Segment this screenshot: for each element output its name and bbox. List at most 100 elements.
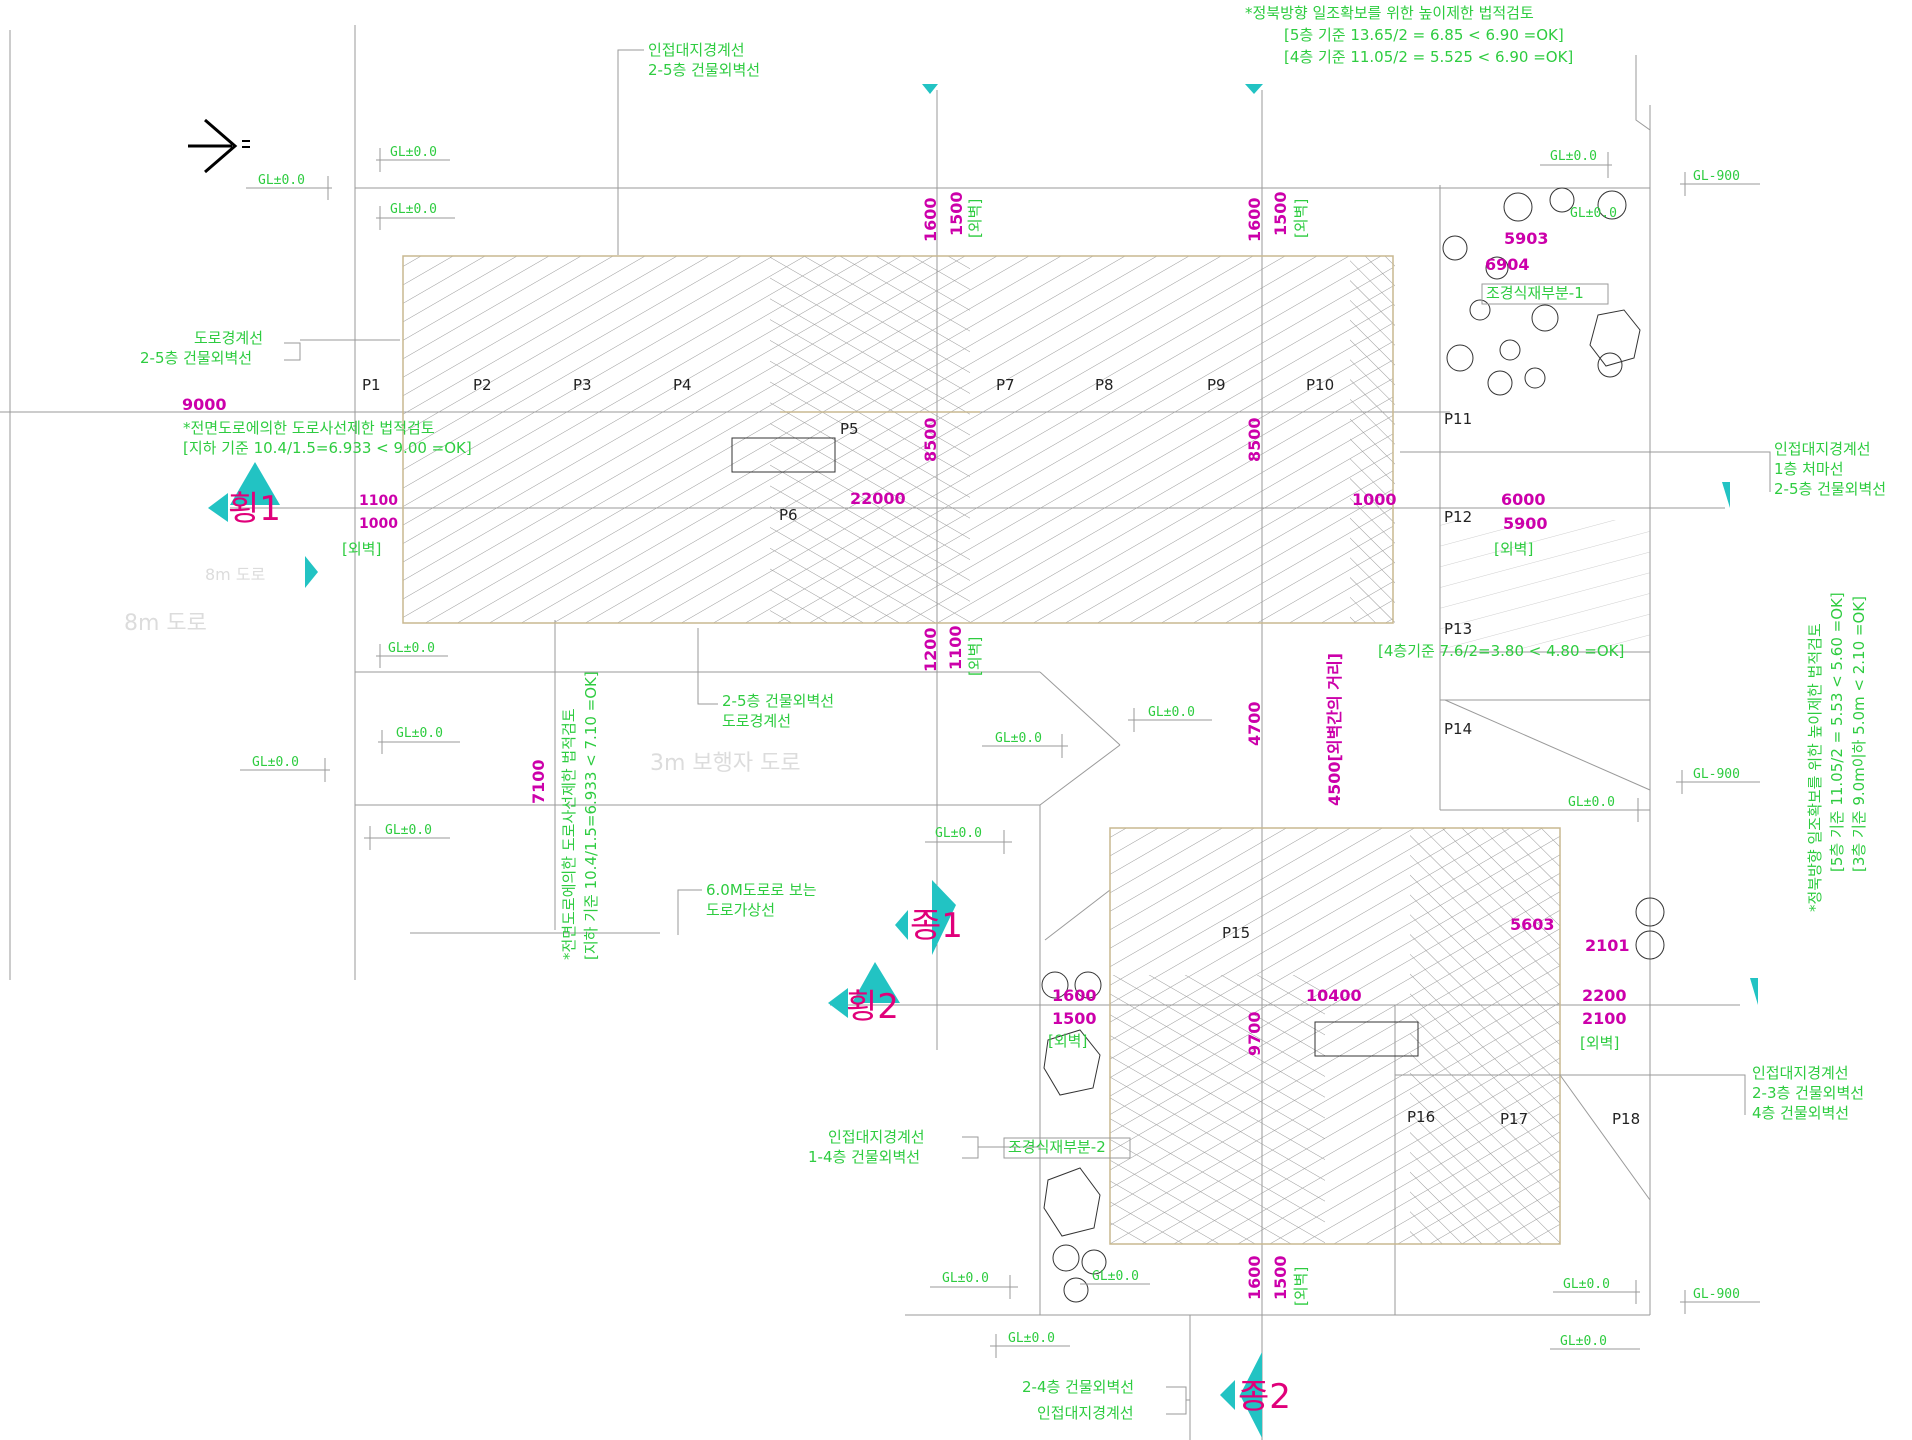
column-labels: P1 P2 P3 P4 P5 P6 P7 P8 P9 P10 P11 P12 P… <box>362 376 1640 1128</box>
north-review-5f: [5층 기준 13.65/2 = 6.85 < 6.90 =OK] <box>1284 26 1564 44</box>
gl-label: GL±0.0 <box>995 731 1042 746</box>
gl-label: GL±0.0 <box>390 202 437 217</box>
column-p18: P18 <box>1612 1110 1640 1128</box>
dimension: 9700 <box>1245 1011 1264 1056</box>
bottom-wall-label: 2-4층 건물외벽선 <box>1022 1378 1134 1396</box>
mid-road-boundary-label: 도로경계선 <box>722 712 791 730</box>
north-review-title: *정북방향 일조확보를 위한 높이제한 법적검토 <box>1245 4 1534 22</box>
building-upper <box>402 255 1650 650</box>
dimension: 1500 <box>1052 1009 1097 1028</box>
column-p16: P16 <box>1407 1108 1435 1126</box>
column-p15: P15 <box>1222 924 1250 942</box>
dimension: 8500 <box>921 417 940 462</box>
dimension: 1500 <box>947 191 966 236</box>
gl-label: GL±0.0 <box>1568 795 1615 810</box>
wall-tag: [외벽] <box>1292 1267 1310 1306</box>
column-p7: P7 <box>996 376 1015 394</box>
dimension: 1100 <box>359 493 398 509</box>
right-vertical-review-3f: [3층 기준 9.0m이하 5.0m < 2.10 =OK] <box>1850 596 1868 872</box>
dimension-labels: 1600 1500 1600 1500 5903 6904 9000 8500 … <box>182 191 1630 1300</box>
section-marker-j1[interactable]: 종1 <box>895 880 963 955</box>
gl-label: GL±0.0 <box>388 641 435 656</box>
virtual-road-label-1: 6.0M도로로 보는 <box>706 881 817 899</box>
landscape-area-1-label: 조경식재부분-1 <box>1486 284 1584 302</box>
dimension: 2200 <box>1582 986 1627 1005</box>
dimension: 1100 <box>946 625 965 670</box>
gl-label: GL±0.0 <box>396 726 443 741</box>
gl-label: GL-900 <box>1693 169 1740 184</box>
lower-right-wall-4f: 4층 건물외벽선 <box>1752 1104 1849 1122</box>
dimension: 1000 <box>359 516 398 532</box>
section-marker-j2[interactable]: 종2 <box>1220 1352 1291 1438</box>
right-vertical-review-title: *정북방향 일조확보를 위한 높이제한 법적검토 <box>1806 623 1824 912</box>
floor4-review: [4층기준 7.6/2=3.80 < 4.80 =OK] <box>1378 642 1624 660</box>
right-vertical-review-5f: [5층 기준 11.05/2 = 5.53 < 5.60 =OK] <box>1828 592 1846 872</box>
gl-label: GL±0.0 <box>1092 1269 1139 1284</box>
gl-label: GL±0.0 <box>252 755 299 770</box>
wall-tag: [외벽] <box>1292 199 1310 238</box>
dimension: 7100 <box>529 759 548 804</box>
faint-road-labels: 8m 도로 3m 보행자 도로 8m 도로 <box>124 565 801 776</box>
column-p4: P4 <box>673 376 692 394</box>
column-p8: P8 <box>1095 376 1114 394</box>
landscape-area-1 <box>1442 187 1641 396</box>
right-wall-label: 2-5층 건물외벽선 <box>1774 480 1886 498</box>
gl-label: GL±0.0 <box>1550 149 1597 164</box>
dimension: 4700 <box>1245 701 1264 746</box>
road-setback-review-detail: [지하 기준 10.4/1.5=6.933 < 9.00 =OK] <box>183 439 472 457</box>
wall-tag: [외벽] <box>342 540 381 558</box>
top-boundary-line-label: 인접대지경계선 <box>648 41 745 59</box>
gl-label: GL-900 <box>1693 767 1740 782</box>
gl-label: GL±0.0 <box>1563 1277 1610 1292</box>
dimension: 10400 <box>1306 986 1362 1005</box>
column-p10: P10 <box>1306 376 1334 394</box>
lower-left-boundary-label: 인접대지경계선 <box>828 1128 925 1146</box>
gl-label: GL±0.0 <box>1148 705 1195 720</box>
dimension: 5900 <box>1503 514 1548 533</box>
section-marker-h1[interactable]: 횡1 <box>208 462 318 588</box>
dimension: 2101 <box>1585 936 1630 955</box>
north-review-4f: [4층 기준 11.05/2 = 5.525 < 6.90 =OK] <box>1284 48 1573 66</box>
dimension: 2100 <box>1582 1009 1627 1028</box>
column-p11: P11 <box>1444 410 1472 428</box>
dimension: 1200 <box>921 627 940 672</box>
column-p2: P2 <box>473 376 492 394</box>
top-wall-line-label: 2-5층 건물외벽선 <box>648 61 760 79</box>
dimension: 6904 <box>1485 255 1530 274</box>
gl-label: GL±0.0 <box>1570 206 1617 221</box>
dimension: 1600 <box>1245 197 1264 242</box>
road-boundary-label: 도로경계선 <box>194 329 263 347</box>
dimension: 1600 <box>1052 986 1097 1005</box>
landscape-area-2-label: 조경식재부분-2 <box>1008 1138 1106 1156</box>
lower-left-wall-label: 1-4층 건물외벽선 <box>808 1148 920 1166</box>
wall-tag: [외벽] <box>1580 1034 1619 1052</box>
section-label-h1: 횡1 <box>228 489 281 529</box>
dimension: 1500 <box>1271 191 1290 236</box>
road-vertical-review-detail: [지하 기준 10.4/1.5=6.933 < 7.10 =OK] <box>582 671 600 960</box>
gl-label: GL±0.0 <box>385 823 432 838</box>
dimension: 1500 <box>1271 1255 1290 1300</box>
column-p1: P1 <box>362 376 381 394</box>
dimension: 6000 <box>1501 490 1546 509</box>
bottom-boundary-label: 인접대지경계선 <box>1037 1404 1134 1422</box>
dimension: 9000 <box>182 395 227 414</box>
wall-tag: [외벽] <box>966 637 984 676</box>
building-lower <box>1109 827 1561 1245</box>
gl-label: GL±0.0 <box>258 173 305 188</box>
section-ticks <box>922 84 1758 1005</box>
road-wall-label: 2-5층 건물외벽선 <box>140 349 252 367</box>
gl-markers: GL±0.0 GL±0.0 GL±0.0 GL±0.0 GL±0.0 GL±0.… <box>240 145 1760 1358</box>
wall-tag: [외벽] <box>1048 1032 1087 1050</box>
lower-right-boundary-label: 인접대지경계선 <box>1752 1064 1849 1082</box>
column-p12: P12 <box>1444 508 1472 526</box>
section-label-j1: 종1 <box>910 906 963 946</box>
gl-label: GL±0.0 <box>1560 1334 1607 1349</box>
road-setback-review-title: *전면도로에의한 도로사선제한 법적검토 <box>183 419 435 437</box>
column-p3: P3 <box>573 376 592 394</box>
column-p6: P6 <box>779 506 798 524</box>
section-label-h2: 횡2 <box>846 987 899 1027</box>
wall-tag: [외벽] <box>966 199 984 238</box>
section-marker-h2[interactable]: 횡2 <box>828 962 900 1027</box>
column-p13: P13 <box>1444 620 1472 638</box>
